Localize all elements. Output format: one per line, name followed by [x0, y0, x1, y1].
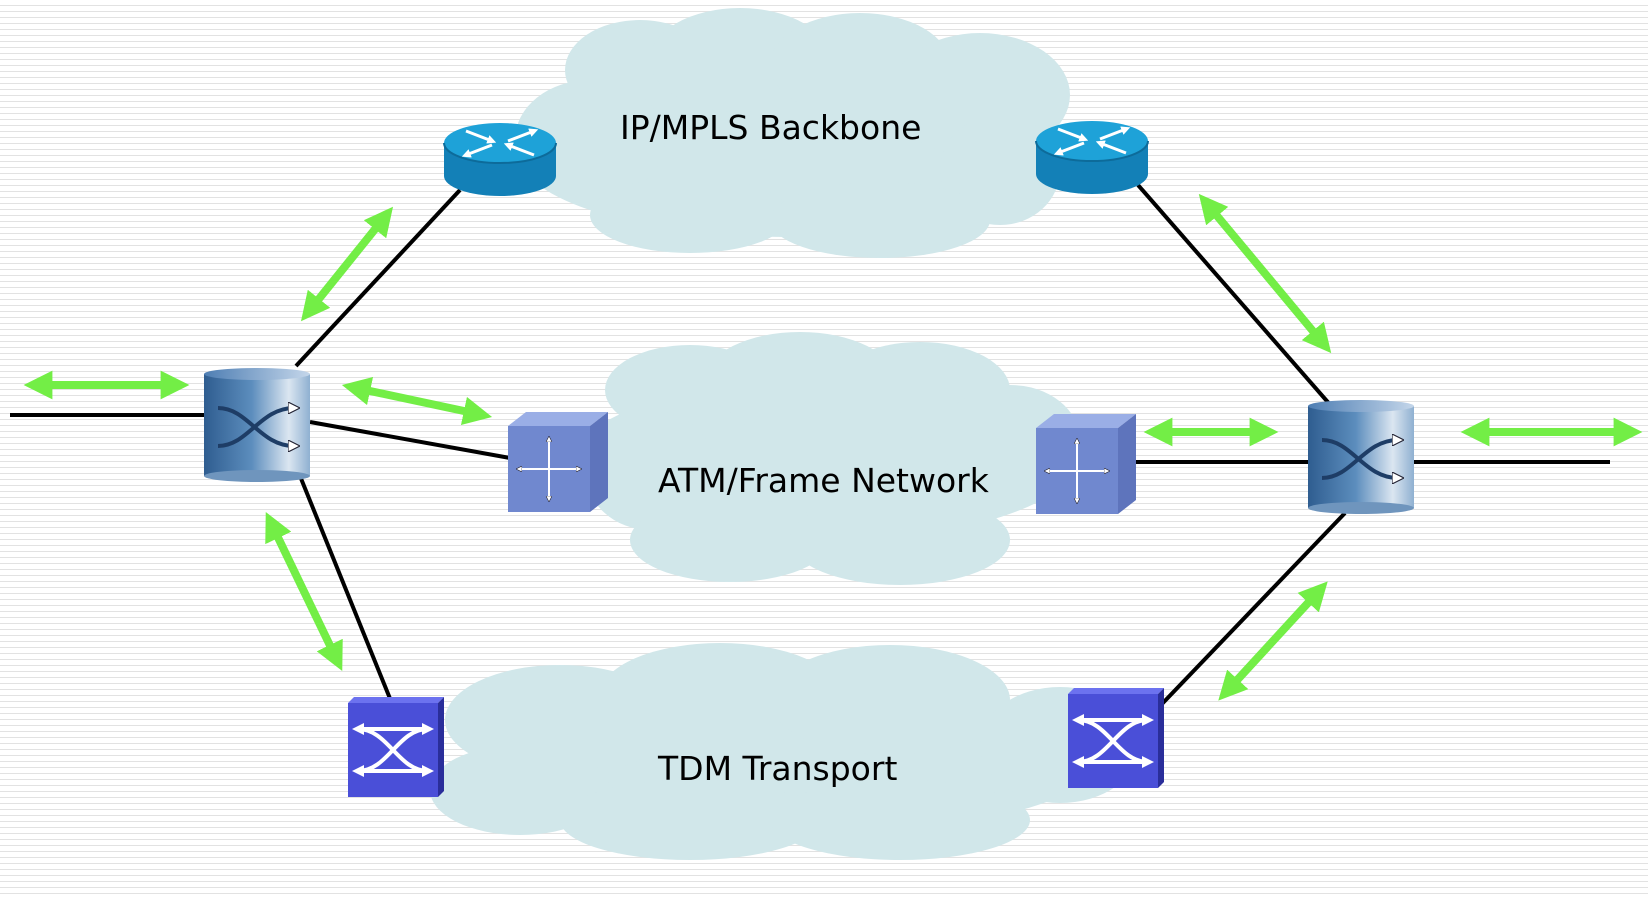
atm-frame-label: ATM/Frame Network [658, 461, 990, 500]
traffic-arrows [23, 193, 1643, 701]
double-arrow-icon [1218, 581, 1328, 701]
double-arrow-icon [300, 206, 394, 322]
cross-connect-switch-icon[interactable] [1068, 688, 1164, 788]
link-left-to-atm-switch [309, 420, 511, 460]
router-icon[interactable] [443, 123, 557, 196]
ip-mpls-cloud [515, 8, 1070, 258]
double-arrow-icon [265, 512, 343, 671]
atm-frame-cloud [575, 332, 1080, 585]
multiservice-switch-icon[interactable] [204, 368, 310, 482]
ip-mpls-label: IP/MPLS Backbone [620, 108, 921, 147]
double-arrow-icon [1198, 193, 1332, 354]
router-icon[interactable] [1035, 121, 1149, 194]
atm-switch-icon[interactable] [1036, 414, 1136, 514]
tdm-cloud [430, 643, 1140, 860]
double-arrow-icon [341, 376, 493, 426]
link-right-to-tdm-switch [1158, 511, 1347, 708]
link-left-to-tdm-switch [298, 475, 395, 707]
atm-switch-icon[interactable] [508, 412, 608, 512]
multiservice-switch-icon[interactable] [1308, 400, 1414, 514]
cross-connect-switch-icon[interactable] [348, 697, 444, 797]
tdm-label: TDM Transport [657, 749, 897, 788]
link-right-to-ip-router [1136, 183, 1335, 410]
link-left-to-ip-router [294, 188, 462, 368]
